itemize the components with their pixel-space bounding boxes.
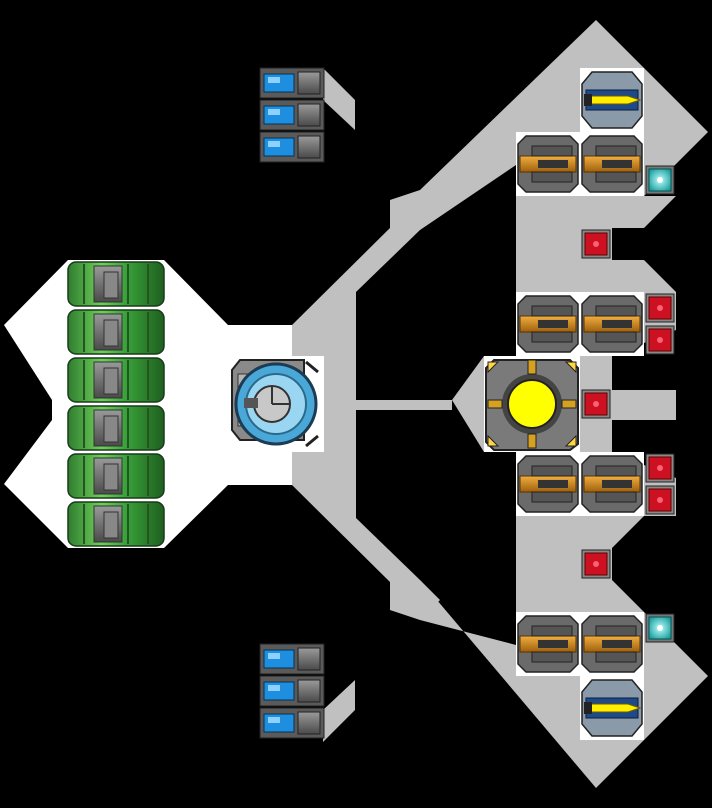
- battery-stack-bottom[interactable]: [259, 643, 325, 739]
- cannon[interactable]: [581, 455, 643, 513]
- battery-cell[interactable]: [259, 99, 325, 131]
- battery-stack-top[interactable]: [259, 67, 325, 163]
- cannon[interactable]: [581, 615, 643, 673]
- cannon[interactable]: [517, 615, 579, 673]
- thruster-tank[interactable]: [67, 357, 165, 403]
- battery-cell[interactable]: [259, 643, 325, 675]
- thruster-tank[interactable]: [67, 309, 165, 355]
- shield-nodes[interactable]: [645, 165, 675, 643]
- armor-plate[interactable]: [645, 485, 675, 515]
- thruster-bank[interactable]: [67, 261, 165, 547]
- battery-cell[interactable]: [259, 131, 325, 163]
- armor-plate[interactable]: [581, 229, 611, 259]
- cannon[interactable]: [581, 135, 643, 193]
- battery-cell[interactable]: [259, 707, 325, 739]
- armor-plate[interactable]: [645, 293, 675, 323]
- cannon-array[interactable]: [517, 135, 643, 673]
- armor-plate[interactable]: [581, 389, 611, 419]
- cannon[interactable]: [517, 135, 579, 193]
- thruster-tank[interactable]: [67, 501, 165, 547]
- cannon[interactable]: [517, 455, 579, 513]
- cannon[interactable]: [517, 295, 579, 353]
- armor-plate[interactable]: [645, 453, 675, 483]
- battery-cell[interactable]: [259, 675, 325, 707]
- armor-plates[interactable]: [581, 229, 675, 579]
- thruster-tank[interactable]: [67, 261, 165, 307]
- missile-pod[interactable]: [581, 71, 643, 129]
- shield-node[interactable]: [645, 613, 675, 643]
- armor-plate[interactable]: [581, 549, 611, 579]
- thruster-tank[interactable]: [67, 453, 165, 499]
- missile-pods[interactable]: [581, 71, 643, 737]
- missile-pod[interactable]: [581, 679, 643, 737]
- armor-plate[interactable]: [645, 325, 675, 355]
- reactor-core[interactable]: [485, 359, 579, 451]
- battery-cell[interactable]: [259, 67, 325, 99]
- command-module[interactable]: [231, 359, 319, 448]
- cannon[interactable]: [581, 295, 643, 353]
- shield-node[interactable]: [645, 165, 675, 195]
- thruster-tank[interactable]: [67, 405, 165, 451]
